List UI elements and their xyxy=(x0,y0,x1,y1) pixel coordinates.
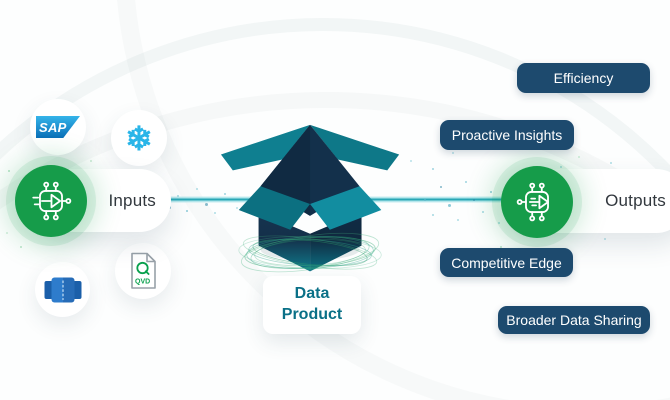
source-qvd: QVD xyxy=(115,243,171,299)
benefit-chip-competitive-edge: Competitive Edge xyxy=(440,248,573,277)
source-database xyxy=(35,262,90,317)
outputs-node xyxy=(501,166,573,238)
benefit-label: Proactive Insights xyxy=(451,127,563,143)
inputs-node xyxy=(15,165,87,237)
benefit-chip-broader-data-sharing: Broader Data Sharing xyxy=(498,306,650,334)
source-snowflake: ❄ xyxy=(111,110,167,166)
benefit-label: Competitive Edge xyxy=(451,254,562,271)
benefit-chip-proactive-insights: Proactive Insights xyxy=(440,120,574,150)
chip-arrow-icon xyxy=(516,182,549,222)
benefit-label: Broader Data Sharing xyxy=(506,312,642,328)
outputs-label: Outputs xyxy=(605,191,666,210)
benefit-chip-efficiency: Efficiency xyxy=(517,63,650,93)
qvd-file-text: QVD xyxy=(135,279,150,286)
database-icon xyxy=(44,277,81,302)
benefit-label: Efficiency xyxy=(553,70,614,86)
data-product-label-text: Data Product xyxy=(281,285,343,323)
sap-logo-icon: SAP xyxy=(36,116,80,138)
open-box-illustration xyxy=(220,124,400,273)
snowflake-icon: ❄ xyxy=(125,119,153,157)
source-sap: SAP xyxy=(30,99,86,155)
data-product-label: Data Product xyxy=(263,276,361,334)
sap-logo-text: SAP xyxy=(39,119,67,135)
qvd-file-icon: QVD xyxy=(131,252,156,289)
inputs-label: Inputs xyxy=(108,190,156,210)
chip-arrow-icon xyxy=(32,181,72,221)
scribble-ring xyxy=(238,232,382,273)
